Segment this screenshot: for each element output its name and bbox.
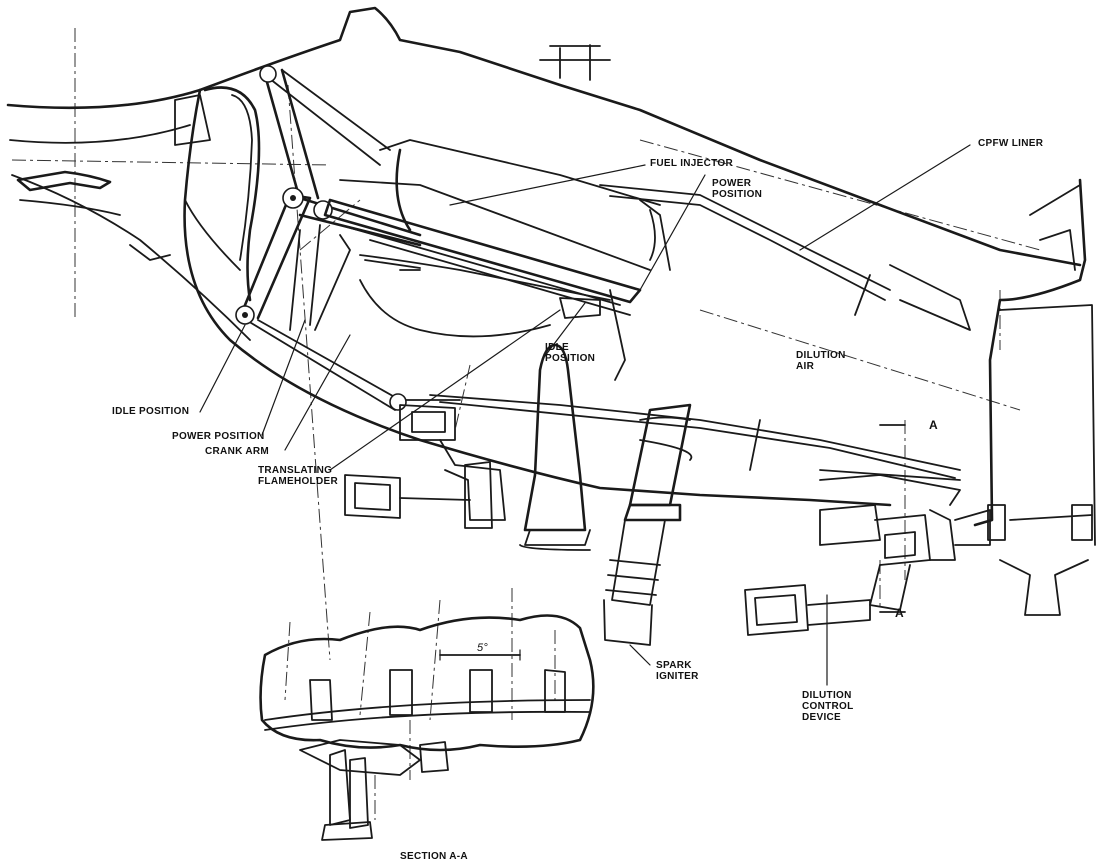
dilution-control-part: [744, 504, 991, 636]
support-post: [519, 343, 591, 551]
label-dilution-air: DILUTION AIR: [796, 350, 846, 372]
flow-arrows: [399, 269, 871, 471]
flameholder-actuator: [344, 404, 506, 529]
leader-lines: [199, 144, 971, 686]
spark-igniter-part: [603, 403, 693, 646]
label-power-position: POWER POSITION: [172, 431, 265, 442]
fuel-injector-assembly: [323, 139, 671, 381]
label-section-marker-bottom: A: [895, 606, 904, 620]
label-crank-arm: CRANK ARM: [205, 446, 269, 457]
label-dilution-control-device: DILUTION CONTROL DEVICE: [802, 690, 854, 723]
linkage: [235, 65, 461, 411]
label-translating-flameholder: TRANSLATING FLAMEHOLDER: [258, 465, 338, 487]
label-angle: 5°: [477, 642, 489, 654]
cpfw-liner: [429, 184, 971, 506]
label-cpfw-liner: CPFW LINER: [978, 138, 1044, 149]
label-section-aa: SECTION A-A: [400, 851, 468, 862]
label-fuel-injector: FUEL INJECTOR: [650, 158, 733, 169]
section-aa-detail: [259, 614, 595, 841]
label-idle-position-inner: IDLE POSITION: [545, 342, 596, 364]
label-power-position-top: POWER POSITION: [712, 178, 763, 200]
label-spark-igniter: SPARK IGNITER: [656, 660, 699, 682]
outer-casing: [6, 6, 1096, 616]
inlet-structure: [16, 86, 261, 302]
label-idle-position: IDLE POSITION: [112, 406, 190, 417]
label-section-marker-top: A: [929, 418, 938, 432]
